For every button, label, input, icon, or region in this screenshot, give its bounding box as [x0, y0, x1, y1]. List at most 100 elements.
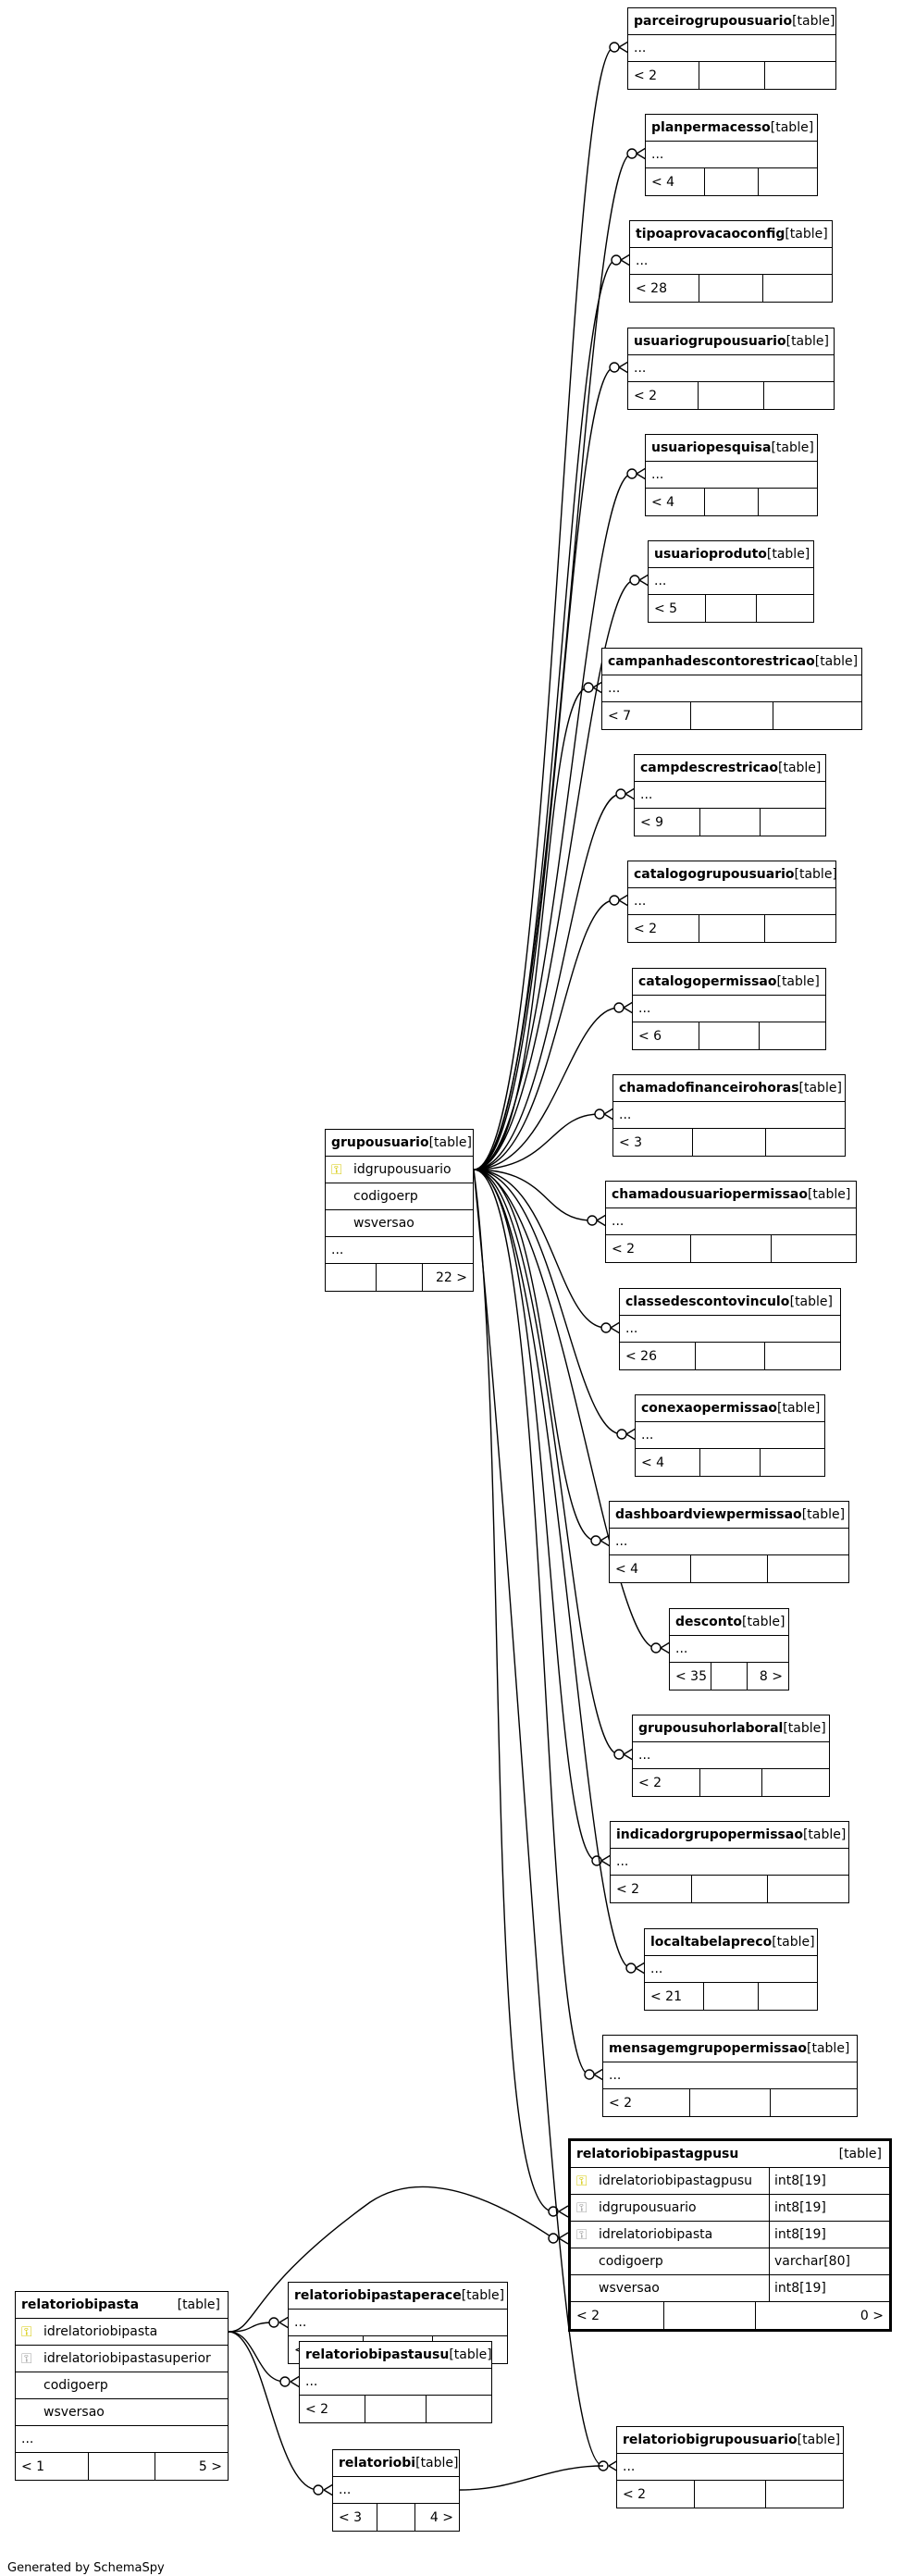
parents-count[interactable]: < 2: [609, 2095, 633, 2111]
more-columns[interactable]: ...: [603, 2062, 857, 2089]
table-header[interactable]: localtabelapreco[table]: [645, 1929, 817, 1956]
table-campdescrestricao[interactable]: campdescrestricao[table]...< 9: [634, 754, 826, 836]
children-count[interactable]: [766, 2481, 843, 2508]
children-count[interactable]: [762, 1769, 829, 1796]
table-name[interactable]: chamadofinanceirohoras: [619, 1081, 799, 1096]
parents-count[interactable]: < 2: [612, 1241, 636, 1257]
table-usuariopesquisa[interactable]: usuariopesquisa[table]...< 4: [645, 434, 818, 516]
children-count[interactable]: 0 >: [860, 2308, 884, 2323]
more-columns[interactable]: ...: [633, 996, 825, 1022]
parents-count[interactable]: < 4: [651, 174, 675, 190]
table-header[interactable]: relatoriobigrupousuario[table]: [617, 2427, 843, 2454]
parents-count[interactable]: [326, 1264, 376, 1291]
more-columns[interactable]: ...: [333, 2477, 459, 2504]
children-count[interactable]: [772, 1235, 856, 1262]
table-name[interactable]: relatoriobipastaperace: [294, 2288, 462, 2303]
column-row[interactable]: ⚿idgrupousuario: [326, 1157, 473, 1183]
more-columns[interactable]: ...: [633, 1742, 829, 1769]
more-columns[interactable]: ...: [636, 1422, 824, 1449]
children-count[interactable]: [768, 1555, 848, 1582]
column-row[interactable]: wsversao: [326, 1210, 473, 1237]
children-count[interactable]: [765, 1343, 840, 1369]
children-count[interactable]: [759, 168, 817, 195]
table-name[interactable]: indicadorgrupopermissao: [616, 1827, 803, 1842]
table-name[interactable]: planpermacesso: [651, 120, 771, 135]
table-tipoaprovacaoconfig[interactable]: tipoaprovacaoconfig[table]...< 28: [629, 220, 833, 303]
table-localtabelapreco[interactable]: localtabelapreco[table]... < 21: [644, 1928, 818, 2011]
table-name[interactable]: campanhadescontorestricao: [608, 654, 815, 669]
table-name[interactable]: relatoriobi: [339, 2456, 416, 2471]
children-count[interactable]: 8 >: [759, 1668, 783, 1684]
more-columns[interactable]: ...: [300, 2369, 491, 2396]
more-columns[interactable]: ...: [602, 675, 861, 702]
children-count[interactable]: 5 >: [198, 2458, 223, 2474]
table-header[interactable]: campdescrestricao[table]: [635, 755, 825, 782]
more-columns[interactable]: ...: [635, 782, 825, 809]
table-header[interactable]: chamadousuariopermissao[table]: [606, 1182, 856, 1208]
more-columns[interactable]: ...: [645, 1956, 817, 1983]
column-row[interactable]: ⚿idrelatoriobipastasuperior: [16, 2346, 228, 2372]
children-count[interactable]: [764, 382, 834, 409]
parents-count[interactable]: < 2: [616, 1881, 640, 1897]
more-columns[interactable]: ...: [617, 2454, 843, 2481]
table-header[interactable]: conexaopermissao[table]: [636, 1395, 824, 1422]
more-columns[interactable]: ...: [670, 1636, 788, 1663]
children-count[interactable]: 22 >: [435, 1269, 467, 1285]
table-name[interactable]: grupousuhorlaboral: [638, 1721, 784, 1736]
table-name[interactable]: dashboardviewpermissao: [615, 1507, 802, 1522]
parents-count[interactable]: < 35: [675, 1668, 707, 1684]
more-columns[interactable]: ...: [630, 248, 832, 275]
parents-count[interactable]: < 4: [651, 494, 675, 510]
parents-count[interactable]: < 4: [641, 1455, 665, 1470]
more-columns[interactable]: ...: [628, 35, 835, 62]
children-count[interactable]: [763, 275, 832, 302]
table-name[interactable]: localtabelapreco: [650, 1935, 773, 1950]
parents-count[interactable]: < 21: [650, 1988, 682, 2004]
children-count[interactable]: [765, 62, 835, 89]
parents-count[interactable]: < 2: [576, 2308, 600, 2323]
table-chamadofinanceirohoras[interactable]: chamadofinanceirohoras[table]...< 3: [612, 1074, 846, 1157]
table-catalogopermissao[interactable]: catalogopermissao[table]...< 6: [632, 968, 826, 1050]
table-name[interactable]: relatoriobipasta: [21, 2297, 140, 2312]
parents-count[interactable]: < 3: [619, 1134, 643, 1150]
children-count[interactable]: [759, 489, 817, 515]
children-count[interactable]: [427, 2396, 491, 2422]
table-header[interactable]: relatoriobipastagpusu[table]: [571, 2141, 889, 2168]
parents-count[interactable]: < 1: [21, 2458, 45, 2474]
table-usuariogrupousuario[interactable]: usuariogrupousuario[table]...< 2: [627, 328, 835, 410]
table-header[interactable]: parceirogrupousuario[table]: [628, 8, 835, 35]
column-row[interactable]: ⚿idrelatoriobipasta: [16, 2319, 228, 2346]
parents-count[interactable]: < 5: [654, 601, 678, 616]
column-row[interactable]: wsversao: [16, 2399, 228, 2426]
table-name[interactable]: usuariopesquisa: [651, 440, 772, 455]
table-header[interactable]: grupousuhorlaboral[table]: [633, 1715, 829, 1742]
table-classedescontovinculo[interactable]: classedescontovinculo[table]...< 26: [619, 1288, 841, 1370]
parents-count[interactable]: < 2: [634, 921, 658, 936]
parents-count[interactable]: < 2: [634, 388, 658, 403]
table-name[interactable]: campdescrestricao: [640, 761, 778, 775]
table-catalogogrupousuario[interactable]: catalogogrupousuario[table]...< 2: [627, 861, 837, 943]
more-columns[interactable]: ...: [628, 888, 835, 915]
children-count[interactable]: [760, 1022, 825, 1049]
children-count[interactable]: [757, 595, 813, 622]
table-name[interactable]: chamadousuariopermissao: [612, 1187, 808, 1202]
table-mensagemgrupopermissao[interactable]: mensagemgrupopermissao[table]...< 2: [602, 2035, 858, 2117]
table-header[interactable]: dashboardviewpermissao[table]: [610, 1502, 848, 1529]
table-relatoriobipastausu[interactable]: relatoriobipastausu[table]...< 2: [299, 2341, 492, 2423]
table-header[interactable]: tipoaprovacaoconfig[table]: [630, 221, 832, 248]
table-header[interactable]: grupousuario[table]: [326, 1130, 473, 1157]
more-columns[interactable]: ...: [620, 1316, 840, 1343]
table-header[interactable]: relatoriobipastausu[table]: [300, 2342, 492, 2369]
parents-count[interactable]: < 2: [634, 68, 658, 83]
children-count[interactable]: [761, 809, 825, 836]
more-columns[interactable]: ...: [610, 1529, 848, 1555]
table-name[interactable]: desconto: [675, 1615, 743, 1629]
more-columns[interactable]: ...: [611, 1849, 848, 1876]
table-relatoriobipasta[interactable]: relatoriobipasta[table]⚿idrelatoriobipas…: [15, 2291, 229, 2481]
parents-count[interactable]: < 6: [638, 1028, 662, 1044]
